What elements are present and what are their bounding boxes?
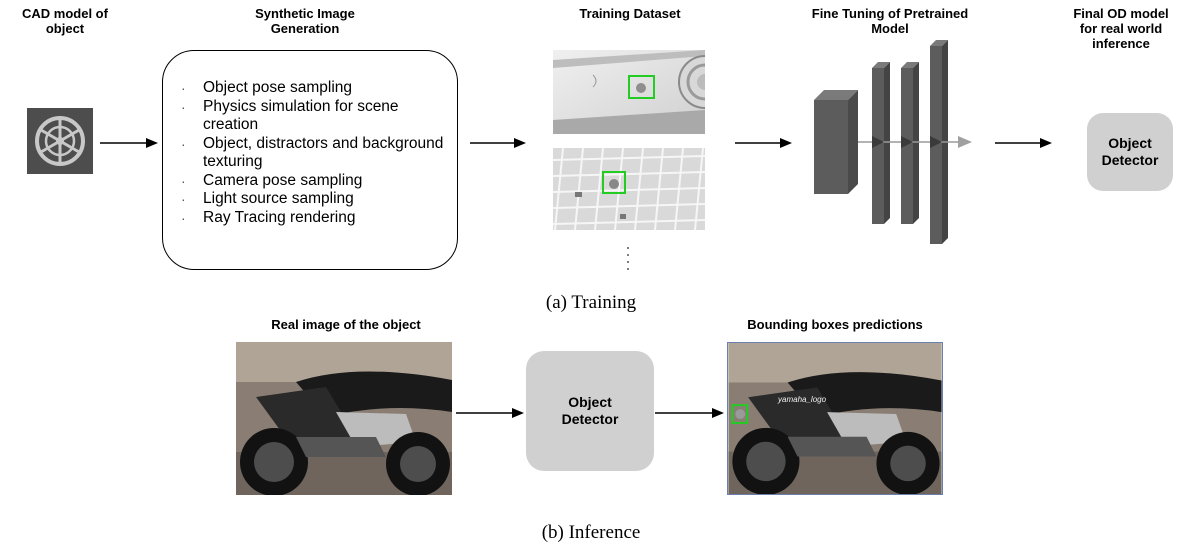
synthetic-steps-box: Object pose sampling Physics simulation … (162, 50, 458, 270)
synthetic-image-2 (553, 148, 705, 230)
bbox-mark (628, 75, 655, 99)
final-object-detector-box: Object Detector (1087, 113, 1173, 191)
prediction-bbox (731, 404, 749, 424)
real-image-header: Real image of the object (271, 317, 421, 332)
step-item: Object, distractors and background textu… (177, 135, 449, 172)
fine-tuning-header: Fine Tuning of Pretrained Model (811, 6, 969, 36)
prediction-motorcycle-image: yamaha_logo (727, 342, 943, 495)
step-item: Camera pose sampling (177, 172, 449, 191)
synthetic-image-1 (553, 50, 705, 134)
more-images-dots (626, 245, 630, 271)
step-item: Ray Tracing rendering (177, 209, 449, 228)
training-caption: (a) Training (545, 292, 637, 313)
synthetic-steps-list: Object pose sampling Physics simulation … (177, 79, 449, 227)
step-item: Physics simulation for scene creation (177, 98, 449, 135)
cad-model-header: CAD model of object (22, 6, 108, 36)
inference-caption: (b) Inference (541, 522, 641, 543)
step-item: Object pose sampling (177, 79, 449, 98)
pretrained-network-diagram (810, 38, 980, 248)
final-model-header: Final OD model for real world inference (1073, 6, 1169, 51)
step-item: Light source sampling (177, 190, 449, 209)
bbox-mark (602, 171, 626, 194)
cad-model-icon (27, 108, 93, 174)
synthetic-generation-header: Synthetic Image Generation (255, 6, 355, 36)
predictions-header: Bounding boxes predictions (747, 317, 923, 332)
prediction-label: yamaha_logo (778, 395, 827, 404)
inference-object-detector-box: Object Detector (526, 351, 654, 471)
training-dataset-header: Training Dataset (579, 6, 681, 21)
real-motorcycle-image (236, 342, 452, 495)
